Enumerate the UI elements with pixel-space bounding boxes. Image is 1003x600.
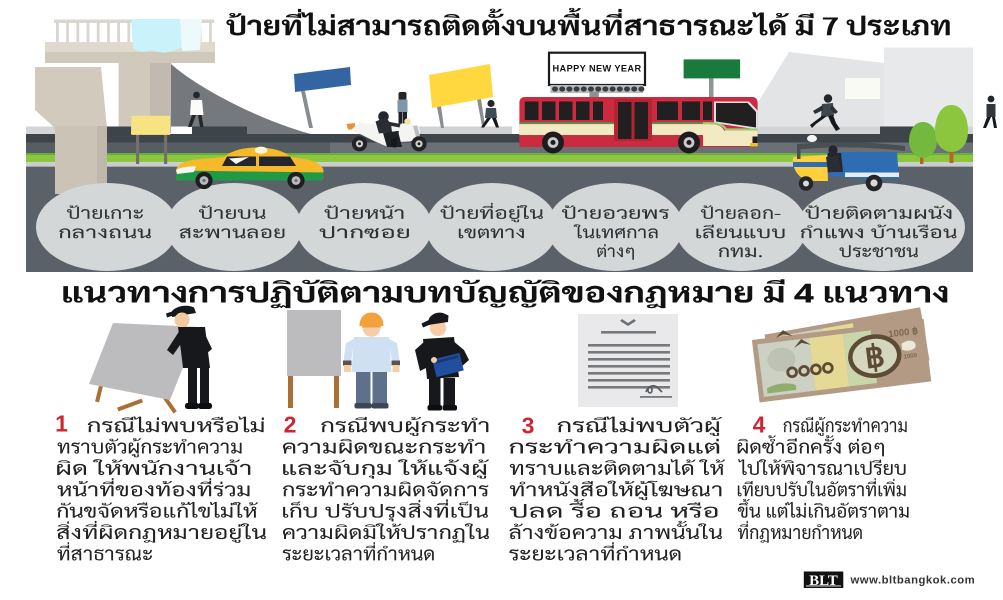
svg-text:www.bltbangkok.com: www.bltbangkok.com xyxy=(850,575,976,587)
svg-text:1000: 1000 xyxy=(903,353,918,361)
svg-text:4: 4 xyxy=(753,412,766,438)
svg-text:1000 ฿: 1000 ฿ xyxy=(888,326,919,341)
svg-text:฿: ฿ xyxy=(863,338,887,375)
svg-text:3: 3 xyxy=(522,413,535,439)
svg-text:HAPPY NEW YEAR: HAPPY NEW YEAR xyxy=(553,64,642,74)
svg-text:2: 2 xyxy=(284,412,297,438)
svg-text:1: 1 xyxy=(55,411,68,437)
svg-text:BLT: BLT xyxy=(809,573,838,589)
